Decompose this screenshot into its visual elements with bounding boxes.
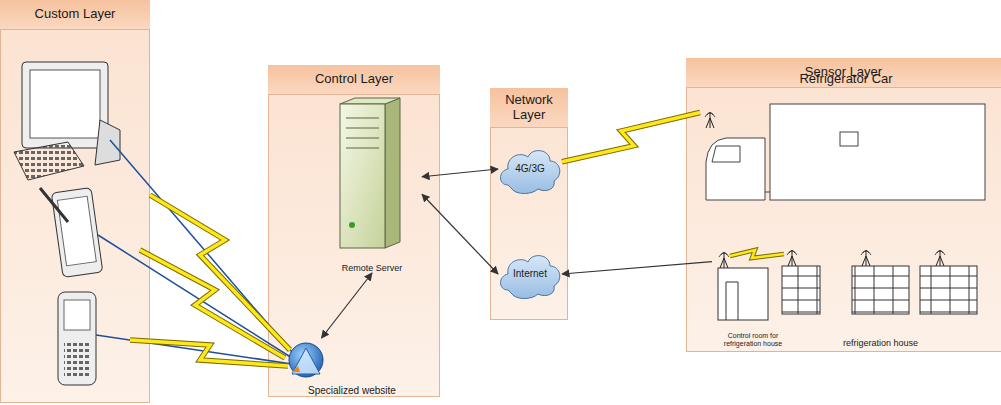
cloud-node: Internet [498,250,562,298]
refrigeration-shelves [782,250,977,314]
layer-heading: Custom Layer [0,0,150,30]
node-label: Specialized website [308,385,396,397]
bolt-outline [562,113,700,162]
warehouse-node: refrigeration house [778,244,983,348]
cloud-shape [501,256,560,299]
connector [322,273,373,338]
server-icon [340,98,400,248]
control-room-node: Control room for refrigeration house [712,244,794,348]
cloud-shape [501,151,560,194]
layer-band: Sensor LayerRefrigerator CarControl room… [686,58,1001,352]
mobile-phone [58,292,96,385]
layer-band: Network Layer 4G/3G Internet [490,88,568,320]
control-band [269,66,440,397]
custom-band [1,1,150,403]
desktop-computer [14,62,120,180]
cloud-node: 4G/3G [498,145,562,193]
website-node: Specialized website [284,338,409,396]
layer-heading: Network Layer [490,88,568,128]
node-label: Internet [513,268,547,280]
network-band [491,89,568,320]
layer-band: Control LayerRemote ServerSpecialized we… [268,65,440,397]
sensor-band [687,59,1001,352]
local-wireless-link [730,250,784,258]
refrigerator-truck [705,104,985,200]
stylus [40,188,68,222]
node-label: Remote Server [342,263,403,273]
wireless-links [96,140,292,366]
control-room-building [718,252,768,320]
layer-band: Custom Layer [0,0,150,403]
node-label: Refrigerator Car [799,72,892,87]
node-label: refrigeration house [843,338,918,348]
tablet [51,188,102,278]
node-label: 4G/3G [515,163,544,175]
connector [562,262,712,274]
connector [422,169,498,177]
website-globe [289,343,323,377]
wireless-connector [562,113,700,162]
node-label: Control room for refrigeration house [712,332,794,348]
truck-node: Refrigerator Car [700,72,992,222]
layer-heading: Control Layer [268,65,440,95]
connector [422,194,498,274]
server-node: Remote Server [322,98,422,273]
